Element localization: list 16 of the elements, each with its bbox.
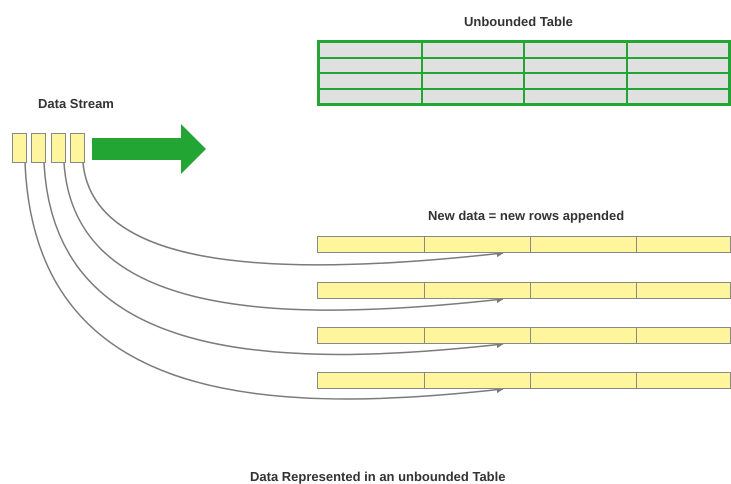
table-row-bar	[317, 282, 731, 299]
heading-label: New data = new rows appended	[428, 207, 626, 225]
stream-record-box	[51, 133, 66, 163]
curved-arrow	[82, 162, 504, 266]
table-row-bar	[317, 236, 731, 253]
caption: Data Represented in an unbounded Table	[250, 468, 506, 484]
stream-record-box	[12, 133, 27, 163]
stream-record-box	[31, 133, 46, 163]
table-row-bar	[317, 372, 731, 389]
heading-label: Data Stream	[38, 95, 115, 113]
table-row-bar	[317, 327, 731, 344]
curved-arrow	[63, 162, 504, 311]
stream-record-box	[70, 133, 85, 163]
table-title: Unbounded Table	[464, 13, 573, 31]
curved-arrow	[43, 162, 504, 356]
curved-arrow	[24, 162, 504, 400]
